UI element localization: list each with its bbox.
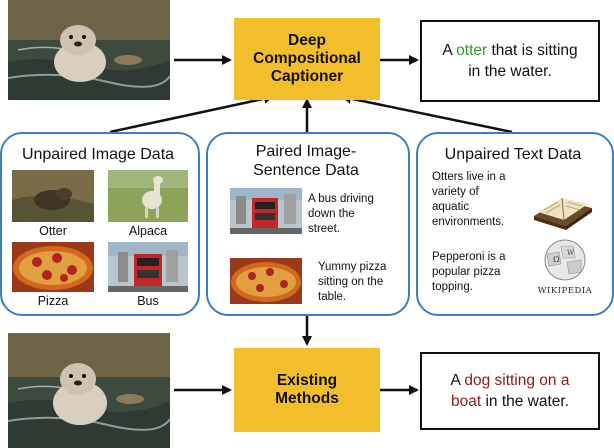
existing-methods-box: Existing Methods [234,348,380,432]
bottom-output-post: in the water. [481,393,570,410]
label-otter: Otter [39,224,67,238]
text-pepperoni-line: popular pizza [432,266,501,278]
wikipedia-wordmark: WIKIPEDIA [537,286,593,296]
paired-title-line1: Paired Image- [255,143,357,160]
captioner-output-box: A otter that is sitting in the water. [420,20,600,102]
unpaired-text-panel [416,132,614,316]
captioner-line2: Compositional [253,50,361,67]
bottom-output-pre: A [450,372,465,389]
bus-photo [108,242,188,292]
unpaired-image-title: Unpaired Image Data [21,146,175,163]
caption-pizza-line: Yummy pizza [318,261,387,273]
paired-bus-photo [230,188,302,234]
output-post: that is sitting [487,42,578,59]
bottom-output-highlight1: dog sitting on a [464,372,570,389]
svg-text:W: W [567,249,575,257]
unpaired-text-title: Unpaired Text Data [444,146,582,163]
pizza-photo [230,258,302,304]
output-highlight-otter: otter [456,42,488,59]
caption-pizza-line: table. [318,291,347,303]
captioner-line1: Deep [288,32,326,49]
caption-bus-line: down the [308,208,355,220]
label-pizza: Pizza [37,294,69,308]
existing-line1: Existing [276,372,338,389]
text-otters-line: aquatic [432,201,470,213]
paired-caption-pizza: Yummy pizza sitting on the table. [318,260,404,305]
unpaired-text-pepperoni: Pepperoni is a popular pizza topping. [432,250,532,295]
paired-title-line2: Sentence Data [253,162,359,179]
bus-photo [230,188,302,234]
output-pre: A [442,42,457,59]
alpaca-thumb [108,170,188,222]
otter-photo [12,170,94,222]
text-otters-line: Otters live in a [432,171,506,183]
text-pepperoni-line: Pepperoni is a [432,251,506,263]
alpaca-photo [108,170,188,222]
bottom-output-highlight2: boat [450,393,482,410]
bus-thumb [108,242,188,292]
arrow-right-panel-to-captioner [341,93,513,134]
otter-photo [8,333,170,448]
otter-photo [8,0,170,100]
label-bus: Bus [137,294,159,308]
deep-compositional-captioner-box: Deep Compositional Captioner [234,18,380,100]
captioner-line3: Captioner [270,68,344,85]
caption-bus-line: A bus driving [308,193,374,205]
paired-pizza-photo [230,258,302,304]
otter-photo-top [8,0,170,100]
pizza-photo [12,242,94,292]
paired-title: Paired Image- Sentence Data [208,142,404,180]
book-icon [530,186,596,236]
label-alpaca: Alpaca [128,224,168,238]
svg-text:Ω: Ω [553,255,560,264]
paired-caption-bus: A bus driving down the street. [308,192,400,237]
caption-pizza-line: sitting on the [318,276,384,288]
text-otters-line: variety of [432,186,479,198]
text-pepperoni-line: topping. [432,281,473,293]
wikipedia-globe-icon: Ω W [537,238,593,286]
output-line2: in the water. [468,63,552,80]
caption-bus-line: street. [308,223,340,235]
unpaired-text-otters: Otters live in a variety of aquatic envi… [432,170,532,230]
otter-thumb [12,170,94,222]
arrow-left-panel-to-captioner [109,93,274,134]
existing-output-box: A dog sitting on a boat in the water. [420,352,600,430]
otter-photo-bottom [8,333,170,448]
existing-line2: Methods [275,390,339,407]
pizza-thumb [12,242,94,292]
text-otters-line: environments. [432,216,505,228]
